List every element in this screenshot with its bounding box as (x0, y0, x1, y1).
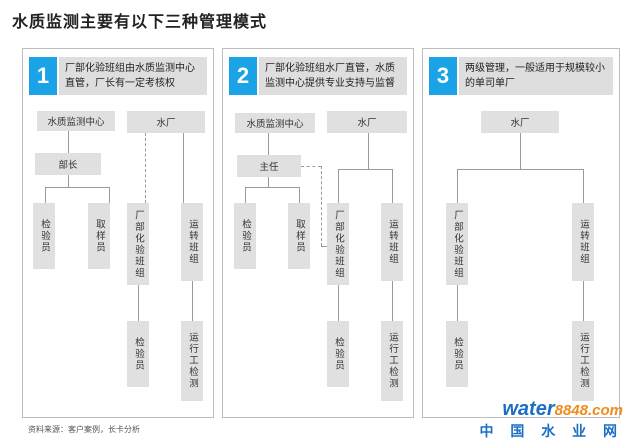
org-leaf-plant-lab-team: 厂部化验班组 (446, 203, 468, 285)
org-leaf-sampler: 取样员 (288, 203, 310, 269)
org-leaf-sampler: 取样员 (88, 203, 110, 269)
panel-header: 3 两级管理，一般适用于规模较小的单司单厂 (429, 57, 613, 95)
panel-description: 两级管理，一般适用于规模较小的单司单厂 (459, 57, 613, 95)
org-sub-inspector: 检验员 (127, 321, 149, 387)
model-panel-1: 1 厂部化验班组由水质监测中心直管，厂长有一定考核权 水质监测中心 水厂 部长 … (22, 48, 214, 418)
org-sub-inspector: 检验员 (327, 321, 349, 387)
org-leaf-inspector: 检验员 (234, 203, 256, 269)
org-leaf-plant-lab-team: 厂部化验班组 (327, 203, 349, 285)
org-leaf-operations-team: 运转班组 (572, 203, 594, 281)
panel-header: 2 厂部化验班组水厂直管，水质监测中心提供专业支持与监督 (229, 57, 407, 95)
org-box-chief: 主任 (237, 155, 301, 177)
org-sub-inspector: 检验员 (446, 321, 468, 387)
panel-number: 3 (429, 57, 457, 95)
panel-header: 1 厂部化验班组由水质监测中心直管，厂长有一定考核权 (29, 57, 207, 95)
page-title: 水质监测主要有以下三种管理模式 (12, 12, 268, 31)
org-box-water-plant: 水厂 (481, 111, 559, 133)
model-panel-2: 2 厂部化验班组水厂直管，水质监测中心提供专业支持与监督 水质监测中心 水厂 主… (222, 48, 414, 418)
org-box-monitoring-center: 水质监测中心 (37, 111, 115, 131)
model-panel-3: 3 两级管理，一般适用于规模较小的单司单厂 水厂 厂部化验班组 运转班组 检验员… (422, 48, 620, 418)
org-box-water-plant: 水厂 (127, 111, 205, 133)
org-box-monitoring-center: 水质监测中心 (235, 113, 315, 133)
panel-number: 2 (229, 57, 257, 95)
org-leaf-plant-lab-team: 厂部化验班组 (127, 203, 149, 285)
panel-number: 1 (29, 57, 57, 95)
org-box-water-plant: 水厂 (327, 111, 407, 133)
org-sub-operator-testing: 运行工检测 (181, 321, 203, 401)
org-leaf-operations-team: 运转班组 (381, 203, 403, 281)
org-leaf-operations-team: 运转班组 (181, 203, 203, 281)
panel-description: 厂部化验班组由水质监测中心直管，厂长有一定考核权 (59, 57, 207, 95)
source-note: 资料来源：客户案例，长卡分析 (28, 425, 140, 434)
org-sub-operator-testing: 运行工检测 (381, 321, 403, 401)
org-box-director: 部长 (35, 153, 101, 175)
org-leaf-inspector: 检验员 (33, 203, 55, 269)
org-sub-operator-testing: 运行工检测 (572, 321, 594, 401)
watermark-logo: water8848.com 中 国 水 业 网 (479, 398, 624, 440)
panel-description: 厂部化验班组水厂直管，水质监测中心提供专业支持与监督 (259, 57, 407, 95)
